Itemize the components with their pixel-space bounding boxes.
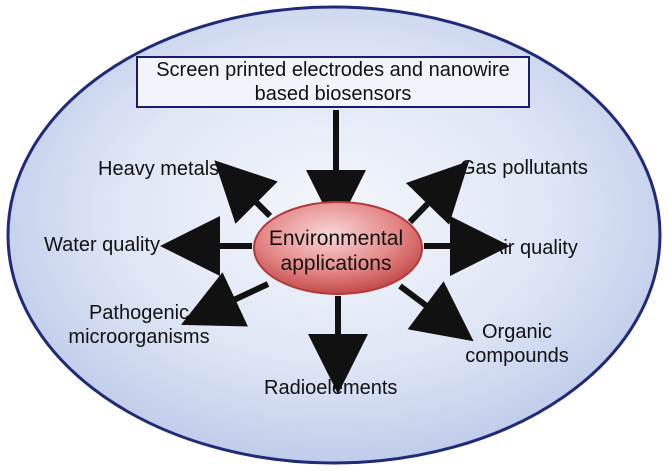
node-gas-pollutants: Gas pollutants bbox=[460, 157, 588, 179]
center-ellipse bbox=[253, 201, 423, 295]
title-box bbox=[136, 56, 530, 108]
arrow-pathogenic bbox=[180, 272, 270, 327]
organic-line-1: Organic bbox=[481, 321, 553, 343]
node-radioelements: Radioelements bbox=[264, 377, 398, 399]
node-air-quality: Air quality bbox=[490, 237, 578, 259]
node-heavy-metals: Heavy metals bbox=[98, 158, 220, 180]
pathogenic-line-1: Pathogenic bbox=[88, 302, 190, 324]
arrow-organic bbox=[398, 281, 474, 342]
title-line-1: Screen printed electrodes and nanowire bbox=[156, 59, 510, 81]
center-line-1: Environmental bbox=[268, 227, 404, 250]
center-label: Environmental applications bbox=[252, 226, 420, 276]
arrow-gas-pollutants bbox=[405, 160, 470, 225]
center-line-2: applications bbox=[280, 252, 392, 275]
node-water-quality: Water quality bbox=[44, 234, 160, 256]
title-text: Screen printed electrodes and nanowire b… bbox=[136, 58, 530, 106]
node-organic-compounds: Organic compounds bbox=[462, 320, 572, 368]
organic-line-2: compounds bbox=[465, 345, 569, 367]
title-line-2: based biosensors bbox=[254, 83, 412, 105]
arrow-heavy-metals bbox=[214, 160, 278, 224]
pathogenic-line-2: microorganisms bbox=[68, 326, 210, 348]
node-pathogenic-microorganisms: Pathogenic microorganisms bbox=[66, 301, 212, 349]
